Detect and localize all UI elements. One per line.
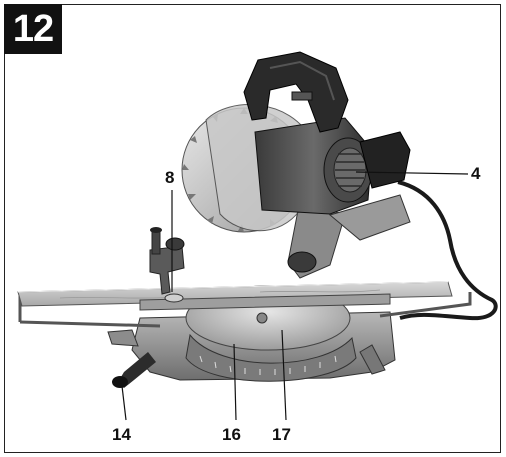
- callout-17: 17: [272, 425, 291, 444]
- callout-16: 16: [222, 425, 241, 444]
- figure-number: 12: [4, 4, 62, 54]
- callout-14: 14: [112, 425, 131, 444]
- callout-8: 8: [165, 168, 175, 187]
- power-cord: [397, 180, 498, 321]
- miter-scale: [185, 333, 357, 382]
- workpiece-clamp: [149, 245, 185, 295]
- callout-4: 4: [471, 164, 481, 183]
- miter-lock-handle: [118, 352, 156, 388]
